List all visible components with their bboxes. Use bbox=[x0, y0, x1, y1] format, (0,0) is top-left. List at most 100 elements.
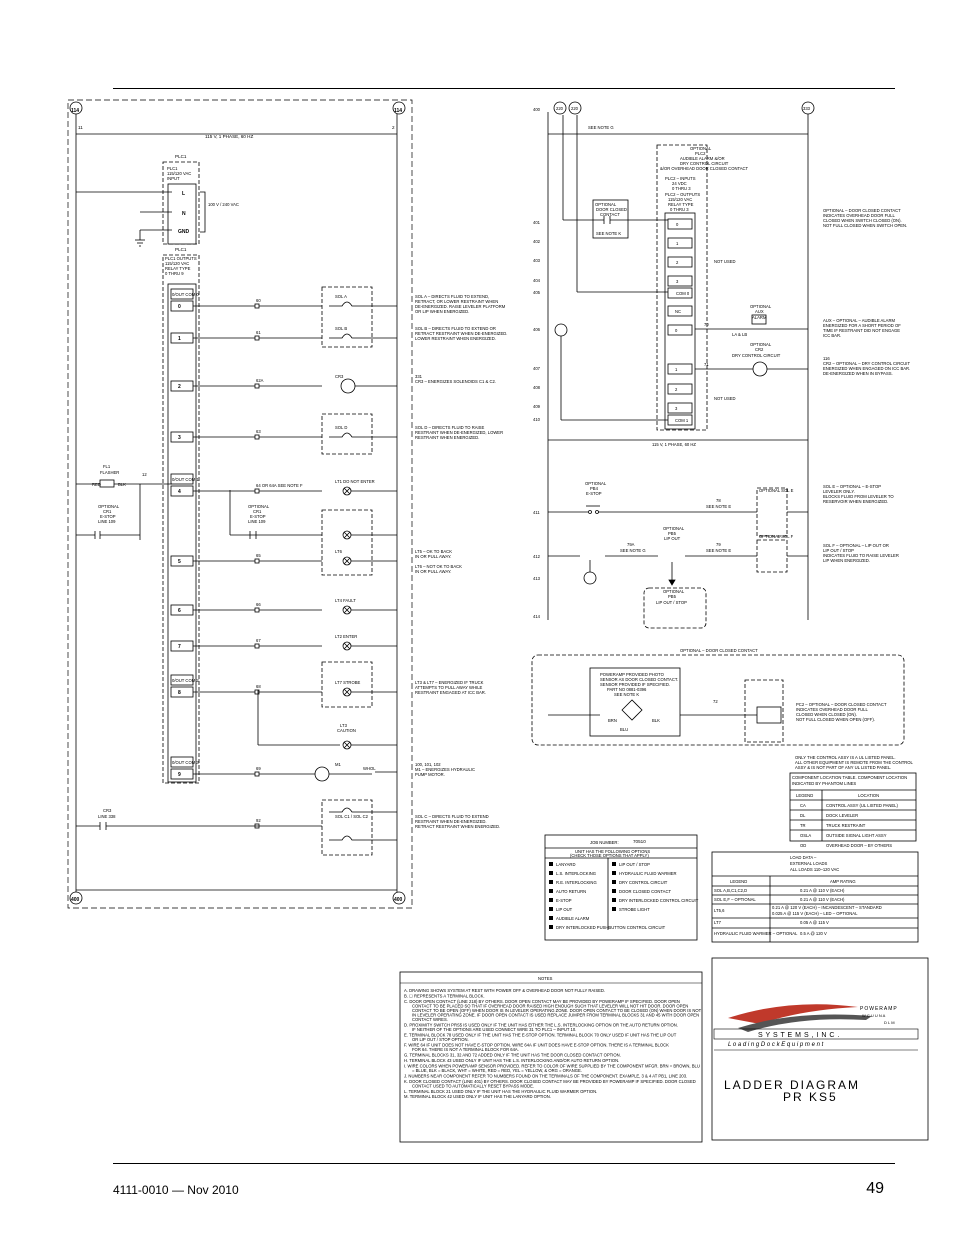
options-header: UNIT HAS THE FOLLOWING OPTIONS bbox=[575, 849, 650, 854]
plc2-output-label: 1 bbox=[675, 367, 678, 372]
top-number-333: 333 bbox=[803, 106, 811, 111]
sol-b-coil bbox=[329, 333, 365, 339]
com-label: 0/OUT COM 3 bbox=[172, 760, 199, 765]
right-note-line: ICC BAR. bbox=[823, 333, 841, 338]
device-label: SOL D bbox=[335, 425, 347, 430]
output-terminal bbox=[170, 686, 194, 698]
rung-desc-line: SOL B – DIRECTS FLUID TO EXTEND OR bbox=[415, 326, 496, 331]
rung-desc-line: LT6 – NOT OK TO BACK bbox=[415, 564, 462, 569]
plc2-output-label: 0 bbox=[675, 328, 678, 333]
option-checkbox bbox=[549, 880, 553, 884]
header-rule bbox=[113, 88, 895, 89]
note-line: A. DRAWING SHOWS SYSTEM AT REST WITH POW… bbox=[404, 988, 605, 993]
plc-input-desc-1: 115/120 VAC bbox=[167, 171, 191, 176]
line-number: 407 bbox=[533, 366, 541, 371]
flasher-red: RED bbox=[92, 482, 101, 487]
plc-input-term-gnd: GND bbox=[178, 229, 190, 235]
rail-label-br: 400 bbox=[394, 897, 403, 903]
com-terminal bbox=[170, 473, 194, 485]
door-note-1: INDICATES OVERHEAD DOOR FULL bbox=[796, 707, 868, 712]
m1-motor bbox=[314, 766, 330, 782]
loc-cell: DOCK LEVELER bbox=[826, 813, 858, 818]
see-note-g-mid: SEE NOTE G bbox=[620, 548, 646, 553]
lt3-label-1: CAUTION bbox=[337, 728, 356, 733]
plc2-output-terminal bbox=[667, 363, 693, 375]
right-note-line: OPTIONAL – DOOR CLOSED CONTACT bbox=[823, 208, 901, 213]
option-checkbox bbox=[549, 862, 553, 866]
pb5-2: LIP OUT bbox=[664, 536, 681, 541]
output-terminal bbox=[170, 768, 194, 780]
output-number: 5 bbox=[178, 559, 181, 565]
terminal-block bbox=[254, 434, 260, 440]
rung-desc-line: RETRACT, OR LOWER RESTRAINT WHEN bbox=[415, 299, 498, 304]
options-header: (CHECK THOSE OPTIONS THAT APPLY) bbox=[570, 853, 649, 858]
option-checkbox bbox=[612, 907, 616, 911]
rail-label-tr: 114 bbox=[394, 108, 402, 114]
plc2-inputs-0: PLC2 – INPUTS bbox=[665, 176, 696, 181]
terminal-block bbox=[254, 771, 260, 777]
cr3-coil bbox=[340, 378, 356, 394]
option-left: LIP OUT bbox=[556, 907, 573, 912]
door-color-blu: BLU bbox=[620, 727, 628, 732]
rung-desc-line: 331 bbox=[415, 374, 423, 379]
option-left: E-STOP bbox=[556, 898, 572, 903]
left-panel-text: 114 114 400 400 11 2 115 V, 1 PHASE, 60 … bbox=[71, 108, 403, 903]
wire-number: 69 bbox=[256, 766, 261, 771]
door-box-title: OPTIONAL – DOOR CLOSED CONTACT bbox=[680, 648, 758, 653]
plc2-output-terminal bbox=[667, 305, 693, 317]
door-sensor-1: SENSOR AS DOOR CLOSED CONTACT. bbox=[600, 677, 678, 682]
wire-71: 71 bbox=[704, 362, 709, 367]
alarm-3: LA & LB bbox=[732, 332, 747, 337]
not-used-2: NOT USED bbox=[714, 396, 736, 401]
load-header: ALL LOADS 110–120 VAC bbox=[790, 867, 839, 872]
top-number-400: 400 bbox=[533, 107, 541, 112]
rung-desc-line: DE-ENERGIZED. RAISE LEVELER PLATFORM bbox=[415, 304, 506, 309]
plc2-input-label: 2 bbox=[676, 260, 679, 265]
title-line-1: LADDER DIAGRAM bbox=[724, 1078, 860, 1092]
cr2-1: CR2 bbox=[755, 347, 764, 352]
see-note-g-top: SEE NOTE G bbox=[588, 125, 614, 130]
door-note-0: PC2 – OPTIONAL – DOOR CLOSED CONTACT bbox=[796, 702, 887, 707]
ul-note-0: ONLY THE CONTROL ASSY IS A UL LISTED PAN… bbox=[795, 755, 896, 760]
plc2-desc-2: AUDIBLE ALARM &/OR bbox=[680, 156, 725, 161]
plc-input-term-n: N bbox=[182, 211, 186, 217]
rung-desc-line: 100, 101, 102 bbox=[415, 762, 441, 767]
load-col: AMP RATING bbox=[830, 879, 856, 884]
option-left: AUTO RETURN bbox=[556, 889, 586, 894]
terminal-block bbox=[254, 607, 260, 613]
option-right: LIP OUT / STOP bbox=[619, 862, 650, 867]
terminal-block bbox=[254, 303, 260, 309]
option-checkbox bbox=[612, 871, 616, 875]
device-label: SOL A bbox=[335, 294, 347, 299]
right-note-line: BLOCKS FLUID FROM LEVELER TO bbox=[823, 494, 894, 499]
plc2-input-label: 3 bbox=[676, 279, 679, 284]
loc-col: LEGEND bbox=[796, 793, 813, 798]
option-left: DRY INTERLOCKED PUSHBUTTON CONTROL CIRCU… bbox=[556, 925, 666, 930]
note-line: M. TERMINAL BLOCK 42 USED ONLY IF UNIT H… bbox=[404, 1094, 551, 1099]
wire-number: 63 bbox=[256, 429, 261, 434]
rung-desc-line: RESTRAINT WHEN DE-ENERGIZED. bbox=[415, 819, 487, 824]
plc-input-title: PLC1 bbox=[175, 154, 187, 159]
door-color-blk: BLK bbox=[652, 718, 660, 723]
right-note-line: INDICATES FLUID TO RAISE LEVELER bbox=[823, 553, 899, 558]
option-checkbox bbox=[549, 871, 553, 875]
option-right: DOOR CLOSED CONTACT bbox=[619, 889, 671, 894]
right-note-line: LEVELER ONLY. bbox=[823, 489, 855, 494]
plc2-output-terminal bbox=[667, 402, 693, 414]
load-header: EXTERNAL LOADS bbox=[790, 861, 828, 866]
cr2-0: OPTIONAL bbox=[750, 342, 772, 347]
rung-desc-line: IN OR PULL AWAY. bbox=[415, 554, 451, 559]
option-right: DRY INTERLOCKED CONTROL CIRCUIT bbox=[619, 898, 699, 903]
flasher-label-0: FL1 bbox=[103, 464, 111, 469]
rung-desc-line: RESTRAINT WHEN DE-ENERGIZED, LOWER bbox=[415, 430, 503, 435]
notes-title: NOTES bbox=[538, 976, 553, 981]
pb5-1: PB5 bbox=[668, 531, 677, 536]
plc-input-note: 100 V / 240 VAC bbox=[208, 202, 239, 207]
rung-desc-line: SOL C – DIRECTS FLUID TO EXTEND bbox=[415, 814, 489, 819]
alarm-0: OPTIONAL bbox=[750, 304, 772, 309]
brand-systems: S Y S T E M S , I N C . bbox=[758, 1032, 840, 1039]
sol-e-label: OPTIONAL SOL E bbox=[759, 488, 794, 493]
